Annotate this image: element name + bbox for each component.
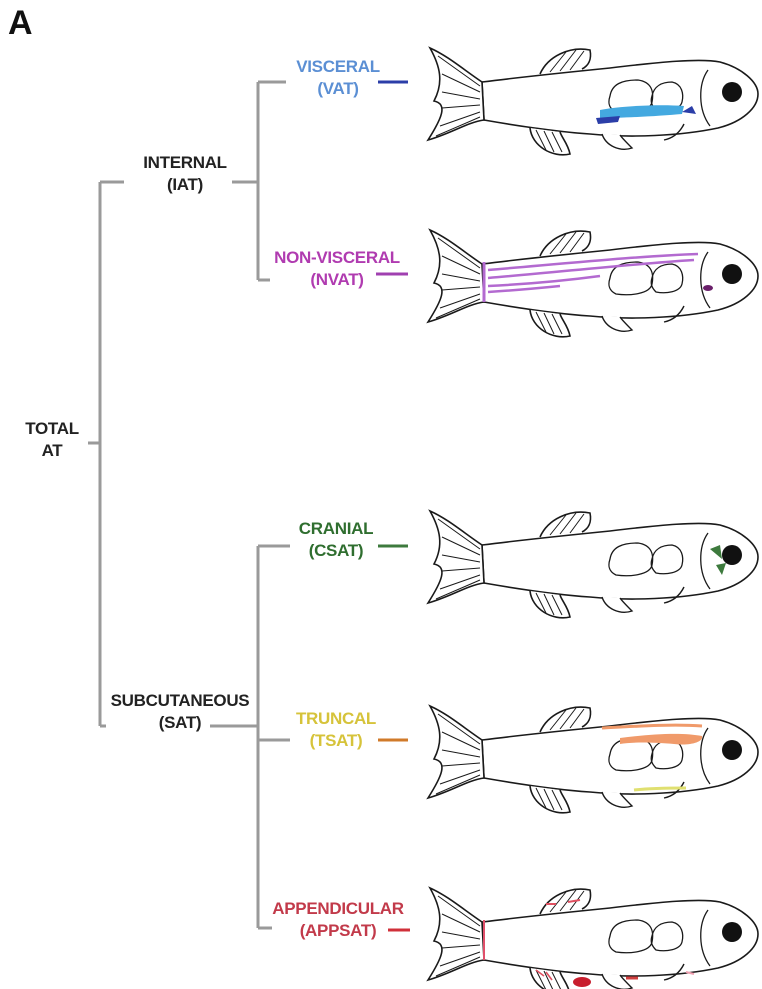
fish-truncal [428,706,758,813]
fish-cranial [428,511,758,618]
fish-visceral [428,48,758,155]
tree-lines [88,82,290,928]
fish-appendicular [428,888,758,989]
fish-nonvisceral [428,230,758,337]
